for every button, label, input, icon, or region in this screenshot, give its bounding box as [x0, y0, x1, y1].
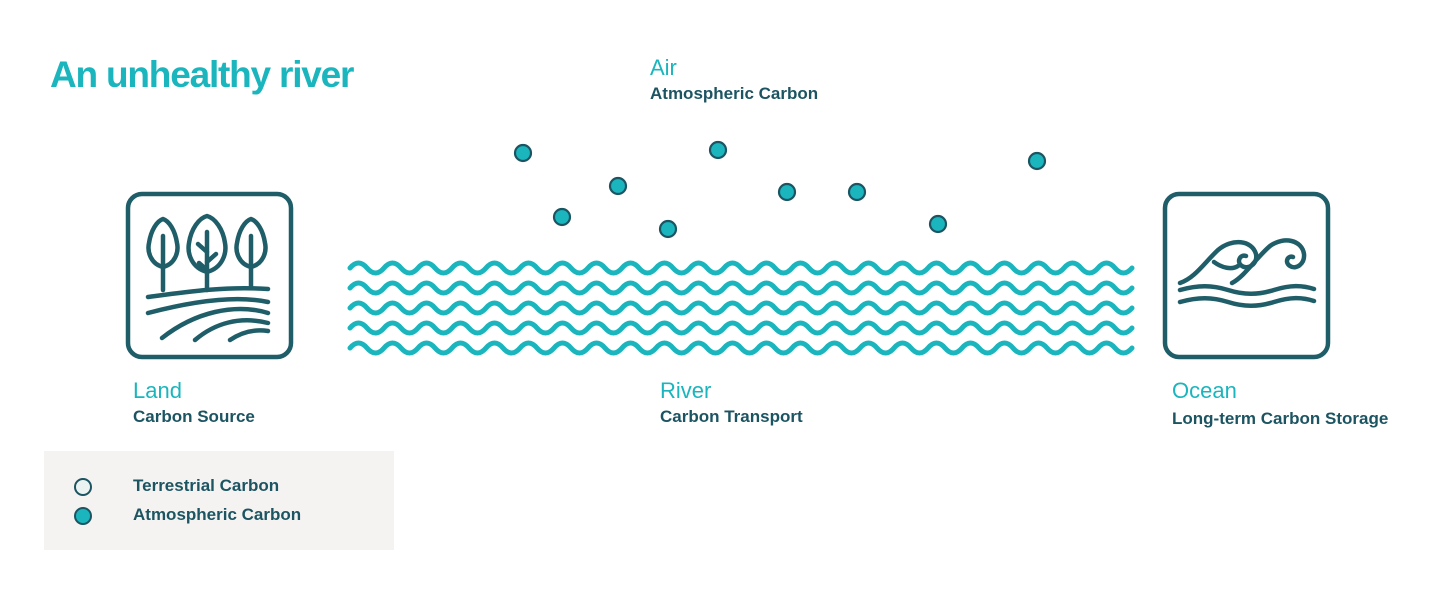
trees-field-icon — [125, 191, 294, 360]
atmospheric-carbon-dot — [658, 219, 678, 239]
river-sublabel: Carbon Transport — [660, 407, 803, 426]
atmospheric-carbon-dot-icon — [74, 507, 92, 525]
river-waves — [347, 260, 1135, 356]
ocean-label-group: Ocean Long-term Carbon Storage — [1172, 380, 1388, 429]
land-label: Land — [133, 378, 182, 403]
legend-label: Atmospheric Carbon — [133, 505, 302, 524]
atmospheric-carbon-dot — [847, 182, 867, 202]
atmospheric-carbon-dot — [513, 143, 533, 163]
river-wave-line — [347, 280, 1135, 296]
river-wave-line — [347, 260, 1135, 276]
legend-label: Terrestrial Carbon — [133, 476, 280, 495]
ocean-wave-icon — [1162, 191, 1331, 360]
atmospheric-carbon-dot — [708, 140, 728, 160]
river-label: River — [660, 378, 712, 403]
river-wave-line — [347, 320, 1135, 336]
land-sublabel: Carbon Source — [133, 407, 255, 426]
ocean-sublabel: Long-term Carbon Storage — [1172, 409, 1389, 428]
air-sublabel: Atmospheric Carbon — [650, 84, 819, 103]
atmospheric-carbon-dot — [608, 176, 628, 196]
river-wave-line — [347, 340, 1135, 356]
ocean-label: Ocean — [1172, 378, 1237, 403]
terrestrial-carbon-dot-icon — [74, 478, 92, 496]
atmospheric-carbon-dots — [513, 140, 1047, 239]
air-label: Air — [650, 55, 677, 80]
legend: Terrestrial Carbon Atmospheric Carbon — [44, 451, 394, 550]
atmospheric-carbon-dot — [552, 207, 572, 227]
atmospheric-carbon-dot — [777, 182, 797, 202]
river-wave-line — [347, 300, 1135, 316]
river-label-group: River Carbon Transport — [660, 380, 803, 427]
air-label-group: Air Atmospheric Carbon — [650, 57, 818, 104]
page-title: An unhealthy river — [50, 54, 354, 95]
atmospheric-carbon-dot — [928, 214, 948, 234]
atmospheric-carbon-dot — [1027, 151, 1047, 171]
land-label-group: Land Carbon Source — [133, 380, 255, 427]
